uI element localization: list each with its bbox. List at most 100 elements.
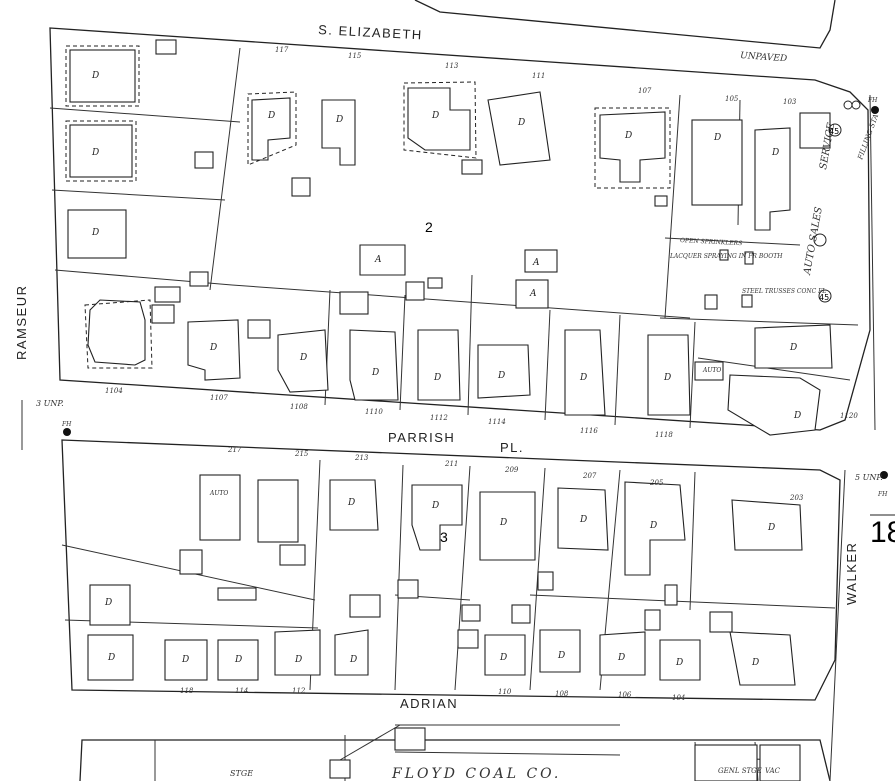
pump-circle	[843, 100, 853, 110]
house-number: 1107	[210, 394, 228, 402]
hydrant-label: FH	[877, 491, 888, 498]
house-number: 118	[180, 687, 194, 695]
building-letter: D	[649, 521, 657, 531]
building-letter: D	[789, 343, 797, 353]
annotation-vac: VAC	[765, 767, 781, 775]
building-letter: D	[431, 111, 439, 121]
annotation-open-sprinklers: OPEN SPRINKLERS	[680, 237, 743, 247]
building-letter: D	[91, 71, 99, 81]
pump-circle	[813, 233, 827, 247]
building-letter: D	[767, 523, 775, 533]
house-number: 110	[498, 688, 512, 696]
house-number: 103	[783, 98, 797, 106]
house-number: 1114	[488, 418, 506, 426]
house-number: 211	[444, 460, 458, 468]
house-number: 203	[789, 494, 804, 502]
building-letter: D	[335, 115, 343, 125]
building-letter: D	[181, 655, 189, 665]
house-number: 112	[292, 687, 306, 695]
building-letter: D	[793, 411, 801, 421]
house-number: 209	[504, 466, 519, 474]
building-letter: D	[579, 373, 587, 383]
building-letter: D	[499, 653, 507, 663]
building-letter: D	[557, 651, 565, 661]
house-number: 207	[582, 472, 597, 480]
house-number: 107	[638, 87, 652, 95]
building-letter: A	[374, 255, 382, 265]
block-2	[49, 27, 871, 431]
street-label-parrish: PARRISH	[388, 430, 455, 445]
marker-label: 45	[819, 293, 829, 302]
building-letters: D D D D D D D D D D A A A D D D D D D D …	[91, 71, 801, 668]
building-letter: D	[234, 655, 242, 665]
buildings-block-2	[65, 39, 833, 436]
house-number: 117	[275, 46, 289, 54]
building-letter: D	[771, 148, 779, 158]
house-number: 1112	[430, 414, 448, 422]
building-letter: D	[624, 131, 632, 141]
building-letter: D	[499, 518, 507, 528]
house-number: 1120	[840, 412, 858, 420]
building-letter: D	[431, 501, 439, 511]
building-letter: D	[347, 498, 355, 508]
annotation-stge: STGE	[230, 769, 253, 778]
building-letter: D	[91, 228, 99, 238]
annotation-auto-sales: AUTO SALES	[802, 206, 825, 277]
building-letter: D	[91, 148, 99, 158]
walker-street-line	[869, 94, 876, 431]
annotation-floyd-coal: FLOYD COAL CO.	[391, 766, 561, 781]
pump-circle	[851, 100, 861, 110]
annotation-unpaved: UNPAVED	[740, 51, 788, 64]
house-number: 205	[649, 479, 664, 487]
building-letter: D	[675, 658, 683, 668]
hydrant-dot	[871, 106, 879, 114]
buildings-block-3	[87, 474, 803, 686]
house-numbers: 117 115 113 111 107 105 103 1104 1107 11…	[105, 46, 858, 702]
house-number: 1110	[365, 408, 383, 416]
building-letter: D	[371, 368, 379, 378]
street-label-s-elizabeth: S. ELIZABETH	[318, 22, 423, 42]
building-letter: D	[617, 653, 625, 663]
house-number: 1104	[105, 387, 123, 395]
house-number: 106	[618, 691, 632, 699]
house-number: 1118	[655, 431, 673, 439]
building-letter: D	[517, 118, 525, 128]
building-letter: D	[713, 133, 721, 143]
building-letter: D	[267, 111, 275, 121]
block-number: 2	[425, 219, 433, 235]
annotation-steel-trusses: STEEL TRUSSES CONC FL	[742, 288, 826, 295]
sheet-number: 18	[870, 516, 895, 549]
street-label-parrish-suffix: PL.	[500, 440, 524, 455]
house-number: 217	[227, 446, 242, 454]
street-label-ramseur: RAMSEUR	[14, 284, 29, 360]
annotation-unpaved-east: 5 UNP.	[855, 473, 883, 482]
walker-street-line	[829, 469, 846, 781]
house-number: 1108	[290, 403, 308, 411]
building-letter: D	[104, 598, 112, 608]
building-letter: AUTO	[209, 490, 228, 497]
building-letter: D	[497, 371, 505, 381]
hydrant-label: FH	[867, 97, 878, 104]
buildings-floyd	[329, 727, 801, 781]
building-marker	[818, 289, 832, 303]
house-number: 108	[555, 690, 569, 698]
street-label-walker: WALKER	[844, 542, 859, 605]
building-letter: AUTO	[702, 367, 721, 374]
building-letter: D	[294, 655, 302, 665]
marker-label: 45	[829, 127, 839, 136]
hydrant-dot	[880, 471, 888, 479]
street-curve	[414, 0, 836, 49]
house-number: 213	[354, 454, 369, 462]
annotation-unpaved-west: 3 UNP.	[36, 399, 64, 408]
house-number: 104	[672, 694, 685, 702]
building-letter: D	[209, 343, 217, 353]
building-letter: D	[299, 353, 307, 363]
building-letter: A	[532, 258, 540, 268]
hydrant-dot	[63, 428, 71, 436]
building-letter: D	[751, 658, 759, 668]
house-number: 113	[445, 62, 459, 70]
house-number: 215	[294, 450, 309, 458]
house-number: 1116	[580, 427, 598, 435]
building-letter: D	[107, 653, 115, 663]
